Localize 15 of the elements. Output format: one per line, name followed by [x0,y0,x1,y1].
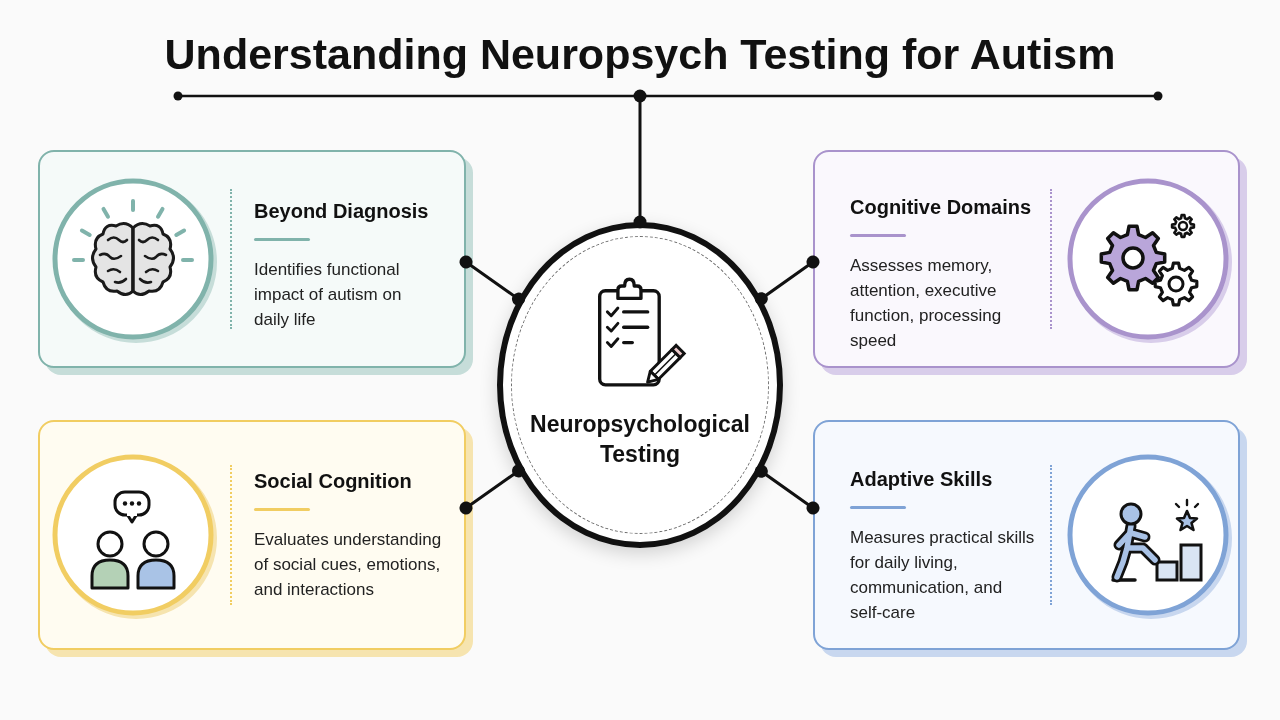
connector-line [754,464,820,515]
card-description: Evaluates understanding of social cues, emotions, and interactions [254,529,443,601]
connector-line [459,464,525,515]
card-heading: Beyond Diagnosis [254,199,429,224]
card-heading: Adaptive Skills [850,466,993,492]
card-description: Measures practical skills for daily living, communication, and self-care [850,526,1036,624]
center-label: Neuropsychological Testing [529,410,751,469]
connector-line [754,255,820,306]
card-description: Identifies functional impact of autism on daily life [254,259,403,331]
card-heading: Cognitive Domains [850,194,1032,220]
card-description: Assesses memory, attention, executive function, processing speed [850,254,1003,352]
card-heading: Social Cognition [254,469,412,494]
connector-line [459,255,525,306]
diagram-title: Understanding Neuropsych Testing for Autism [164,29,1116,80]
connector-line [633,89,647,229]
